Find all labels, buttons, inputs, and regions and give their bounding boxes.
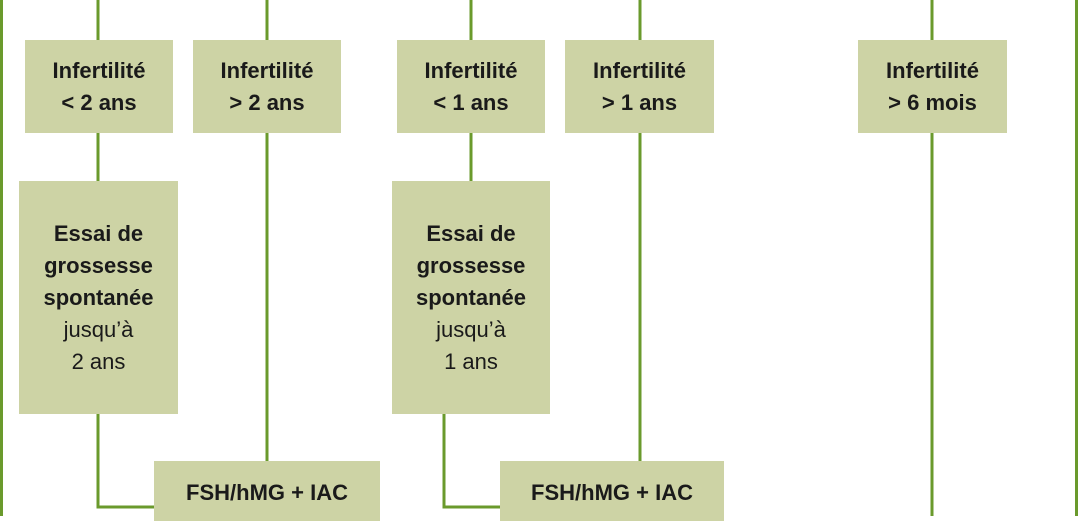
infertility-label: Infertilité xyxy=(886,57,979,83)
spontaneous-pregnancy-box-2y: Essai de grossesse spontanée jusqu’à 2 a… xyxy=(19,181,178,414)
duration-label: > 6 mois xyxy=(888,89,977,115)
infertility-box-lt-2y: Infertilité < 2 ans xyxy=(25,40,173,133)
fsh-iac-box-2: FSH/hMG + IAC xyxy=(500,461,724,521)
essai-line3: spontanée xyxy=(415,284,527,310)
duration-label: > 1 ans xyxy=(601,89,678,115)
fsh-label: FSH/hMG + IAC xyxy=(531,480,693,505)
essai-line4: jusqu’à xyxy=(63,316,134,342)
essai-line1: Essai de xyxy=(426,220,516,246)
essai-line2: grossesse xyxy=(44,252,153,278)
infertility-box-gt-1y: Infertilité > 1 ans xyxy=(565,40,714,133)
infertility-label: Infertilité xyxy=(424,57,518,83)
essai-line5: 2 ans xyxy=(71,348,126,374)
fsh-iac-box-1: FSH/hMG + IAC xyxy=(154,461,380,521)
connector-essai1-fsh1 xyxy=(96,414,154,509)
connector-essai2-fsh2 xyxy=(442,414,500,509)
essai-line4: jusqu’à xyxy=(436,316,506,342)
infertility-box-gt-6m: Infertilité > 6 mois xyxy=(858,40,1007,133)
infertility-box-lt-1y: Infertilité < 1 ans xyxy=(397,40,545,133)
infertility-label: Infertilité xyxy=(52,57,146,83)
essai-line2: grossesse xyxy=(416,252,526,278)
infertility-box-gt-2y: Infertilité > 2 ans xyxy=(193,40,341,133)
essai-line3: spontanée xyxy=(43,284,154,310)
essai-line5: 1 ans xyxy=(444,348,498,374)
duration-label: < 2 ans xyxy=(61,89,137,115)
duration-label: < 1 ans xyxy=(433,89,509,115)
infertility-label: Infertilité xyxy=(593,57,686,83)
spontaneous-pregnancy-box-1y: Essai de grossesse spontanée jusqu’à 1 a… xyxy=(392,181,550,414)
essai-line1: Essai de xyxy=(53,220,144,246)
infertility-label: Infertilité xyxy=(220,57,314,83)
fsh-label: FSH/hMG + IAC xyxy=(186,480,348,505)
duration-label: > 2 ans xyxy=(229,89,305,115)
